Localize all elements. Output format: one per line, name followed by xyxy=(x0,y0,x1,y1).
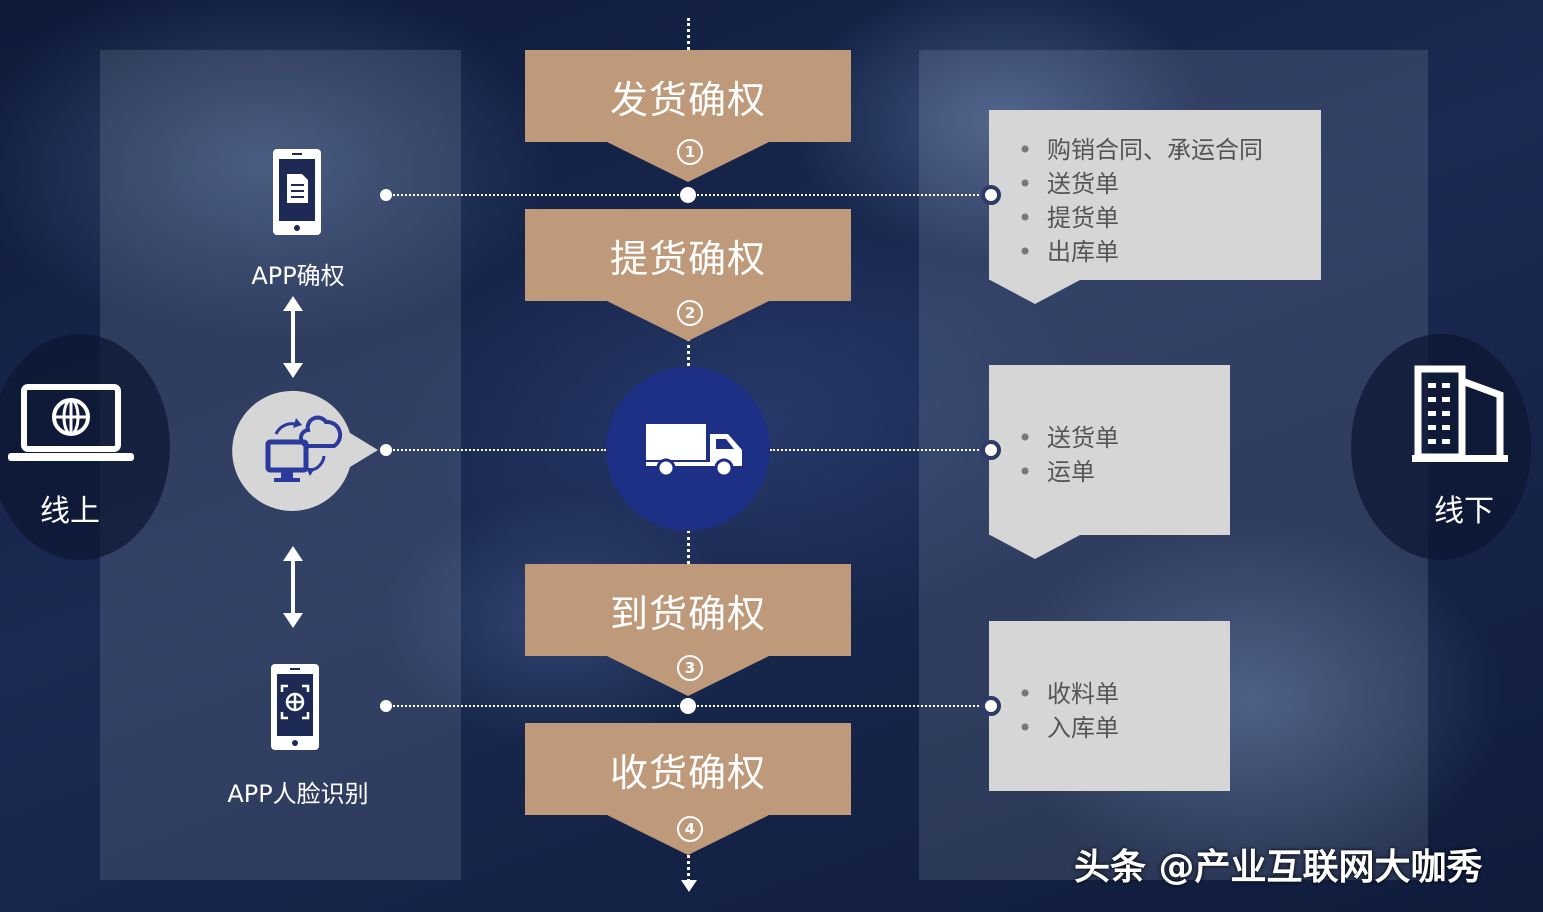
connector-dot xyxy=(380,700,392,712)
step-2-number: 2 xyxy=(677,300,703,326)
doc-box-3-dot xyxy=(981,696,1001,716)
doc-box-1-arrow xyxy=(990,280,1080,304)
connector-dot xyxy=(380,189,392,201)
doc-item: 入库单 xyxy=(989,711,1230,745)
connector-line xyxy=(386,449,606,451)
doc-item: 提货单 xyxy=(989,201,1321,235)
truck-icon xyxy=(646,424,742,478)
phone-face-id-icon xyxy=(271,664,319,750)
app-confirm-label: APP确权 xyxy=(251,262,345,290)
flow-line xyxy=(687,530,690,564)
step-2: 提货确权 xyxy=(525,209,851,301)
phone-document-icon xyxy=(273,149,321,235)
flow-line xyxy=(687,18,690,50)
double-arrow-icon xyxy=(283,296,303,378)
connector-line xyxy=(770,449,990,451)
building-icon xyxy=(1412,365,1508,462)
doc-item: 收料单 xyxy=(989,677,1230,711)
step-4: 收货确权 xyxy=(525,723,851,815)
doc-box-2-arrow xyxy=(990,535,1080,559)
step-1: 发货确权 xyxy=(525,50,851,142)
connector-dot xyxy=(380,444,392,456)
flow-arrow-icon xyxy=(681,880,697,892)
flow-line xyxy=(687,848,690,882)
doc-item: 运单 xyxy=(989,455,1230,489)
step-3-number: 3 xyxy=(677,655,703,681)
online-label: 线上 xyxy=(40,494,100,529)
doc-item: 送货单 xyxy=(989,167,1321,201)
app-face-label: APP人脸识别 xyxy=(227,780,369,808)
doc-box-1-dot xyxy=(981,185,1001,205)
doc-box-2: 送货单 运单 xyxy=(989,365,1230,535)
double-arrow-icon xyxy=(283,546,303,628)
doc-item: 送货单 xyxy=(989,421,1230,455)
offline-label: 线下 xyxy=(1434,494,1494,529)
doc-box-3: 收料单 入库单 xyxy=(989,621,1230,791)
junction-dot xyxy=(680,187,696,203)
step-3: 到货确权 xyxy=(525,564,851,656)
flow-line xyxy=(687,338,690,372)
step-4-number: 4 xyxy=(677,816,703,842)
laptop-globe-icon xyxy=(8,384,134,461)
doc-item: 出库单 xyxy=(989,235,1321,269)
junction-dot xyxy=(680,698,696,714)
step-1-number: 1 xyxy=(677,139,703,165)
watermark: 头条 @产业互联网大咖秀 xyxy=(1074,847,1483,888)
doc-box-1: 购销合同、承运合同 送货单 提货单 出库单 xyxy=(989,110,1321,280)
doc-item: 购销合同、承运合同 xyxy=(989,133,1321,167)
cloud-sync-icon xyxy=(232,390,378,511)
doc-box-2-dot xyxy=(981,440,1001,460)
